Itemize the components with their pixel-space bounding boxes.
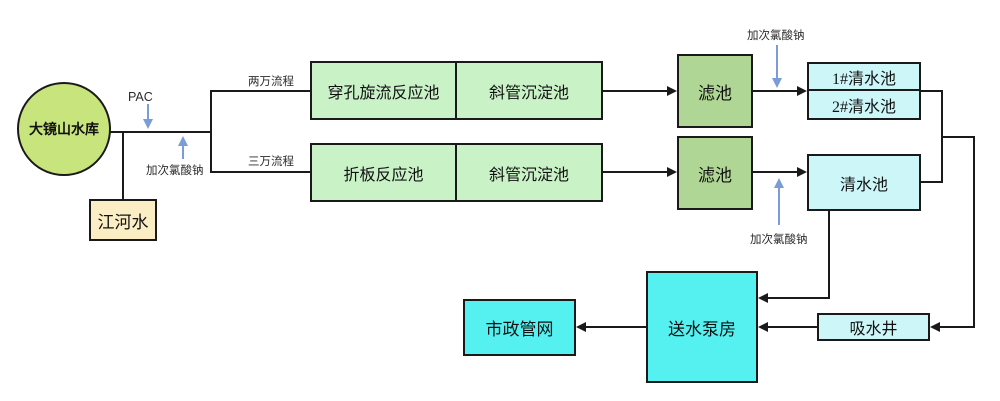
connector-river-vertical xyxy=(122,132,124,200)
node-suction-well: 吸水井 xyxy=(817,313,930,341)
hypochlorite-top-arrow-down-icon xyxy=(772,78,782,88)
hypochlorite-bottom-label: 加次氯酸钠 xyxy=(750,234,808,246)
pac-arrow-down-icon xyxy=(143,119,153,129)
process-20k-label: 两万流程 xyxy=(248,76,294,88)
connector-filter2-to-clearwater xyxy=(753,171,798,173)
arrowhead-into-clearwater xyxy=(797,167,807,177)
connector-reservoir-to-branch xyxy=(110,131,211,133)
pac-arrow-shaft xyxy=(147,104,149,120)
node-filter-tank-1: 滤池 xyxy=(677,54,753,128)
hypochlorite-top-label: 加次氯酸钠 xyxy=(747,30,805,42)
node-folded-plate-reaction-tank: 折板反应池 xyxy=(310,143,457,202)
pac-label: PAC xyxy=(128,90,153,104)
connector-right-branch xyxy=(941,136,975,138)
connector-clearwater-to-pump xyxy=(768,297,830,299)
node-perforated-swirl-reaction-tank: 穿孔旋流反应池 xyxy=(310,61,457,120)
process-30k-label: 三万流程 xyxy=(248,156,294,168)
connector-well-to-pump xyxy=(768,326,817,328)
arrowhead-into-clearwater1 xyxy=(797,86,807,96)
node-municipal-pipe-network: 市政管网 xyxy=(463,299,576,356)
node-clear-water-tank-1: 1#清水池 xyxy=(807,62,921,91)
arrowhead-clearwater-into-pump xyxy=(758,293,768,303)
arrowhead-into-filter1 xyxy=(667,86,677,96)
connector-sediment1-to-filter1 xyxy=(603,90,668,92)
connector-sediment2-to-filter2 xyxy=(603,171,668,173)
node-sedimentation-tank-1: 斜管沉淀池 xyxy=(455,61,603,120)
node-water-pump-house: 送水泵房 xyxy=(646,271,758,383)
connector-to-suction-well xyxy=(940,326,975,328)
hypochlorite-bottom-arrow-shaft xyxy=(778,187,780,225)
connector-branch-bottom xyxy=(210,171,311,173)
connector-branch-top xyxy=(210,90,311,92)
node-reservoir: 大镜山水库 xyxy=(17,82,111,176)
connector-filter1-to-clearwater1 xyxy=(753,90,798,92)
hypochlorite-left-label: 加次氯酸钠 xyxy=(146,165,204,177)
hypochlorite-left-arrow-up-icon xyxy=(178,136,188,146)
connector-clearwater-down xyxy=(828,211,830,298)
connector-clearwater12-out xyxy=(921,90,943,92)
node-clear-water-tank-2: 2#清水池 xyxy=(807,89,921,120)
arrowhead-into-suction-well xyxy=(930,322,940,332)
node-river-water: 江河水 xyxy=(89,199,157,241)
arrowhead-into-municipal xyxy=(576,322,586,332)
node-clear-water-tank: 清水池 xyxy=(807,154,921,211)
hypochlorite-left-arrow-shaft xyxy=(182,145,184,159)
connector-branch-vertical xyxy=(210,90,212,173)
node-filter-tank-2: 滤池 xyxy=(677,136,753,210)
node-sedimentation-tank-2: 斜管沉淀池 xyxy=(455,143,603,202)
connector-clearwater-out xyxy=(921,181,941,183)
connector-right-vertical-2 xyxy=(973,136,975,328)
connector-pump-to-municipal xyxy=(586,326,646,328)
arrowhead-well-into-pump xyxy=(758,322,768,332)
hypochlorite-bottom-arrow-up-icon xyxy=(774,178,784,188)
hypochlorite-top-arrow-shaft xyxy=(776,45,778,79)
arrowhead-into-filter2 xyxy=(667,167,677,177)
